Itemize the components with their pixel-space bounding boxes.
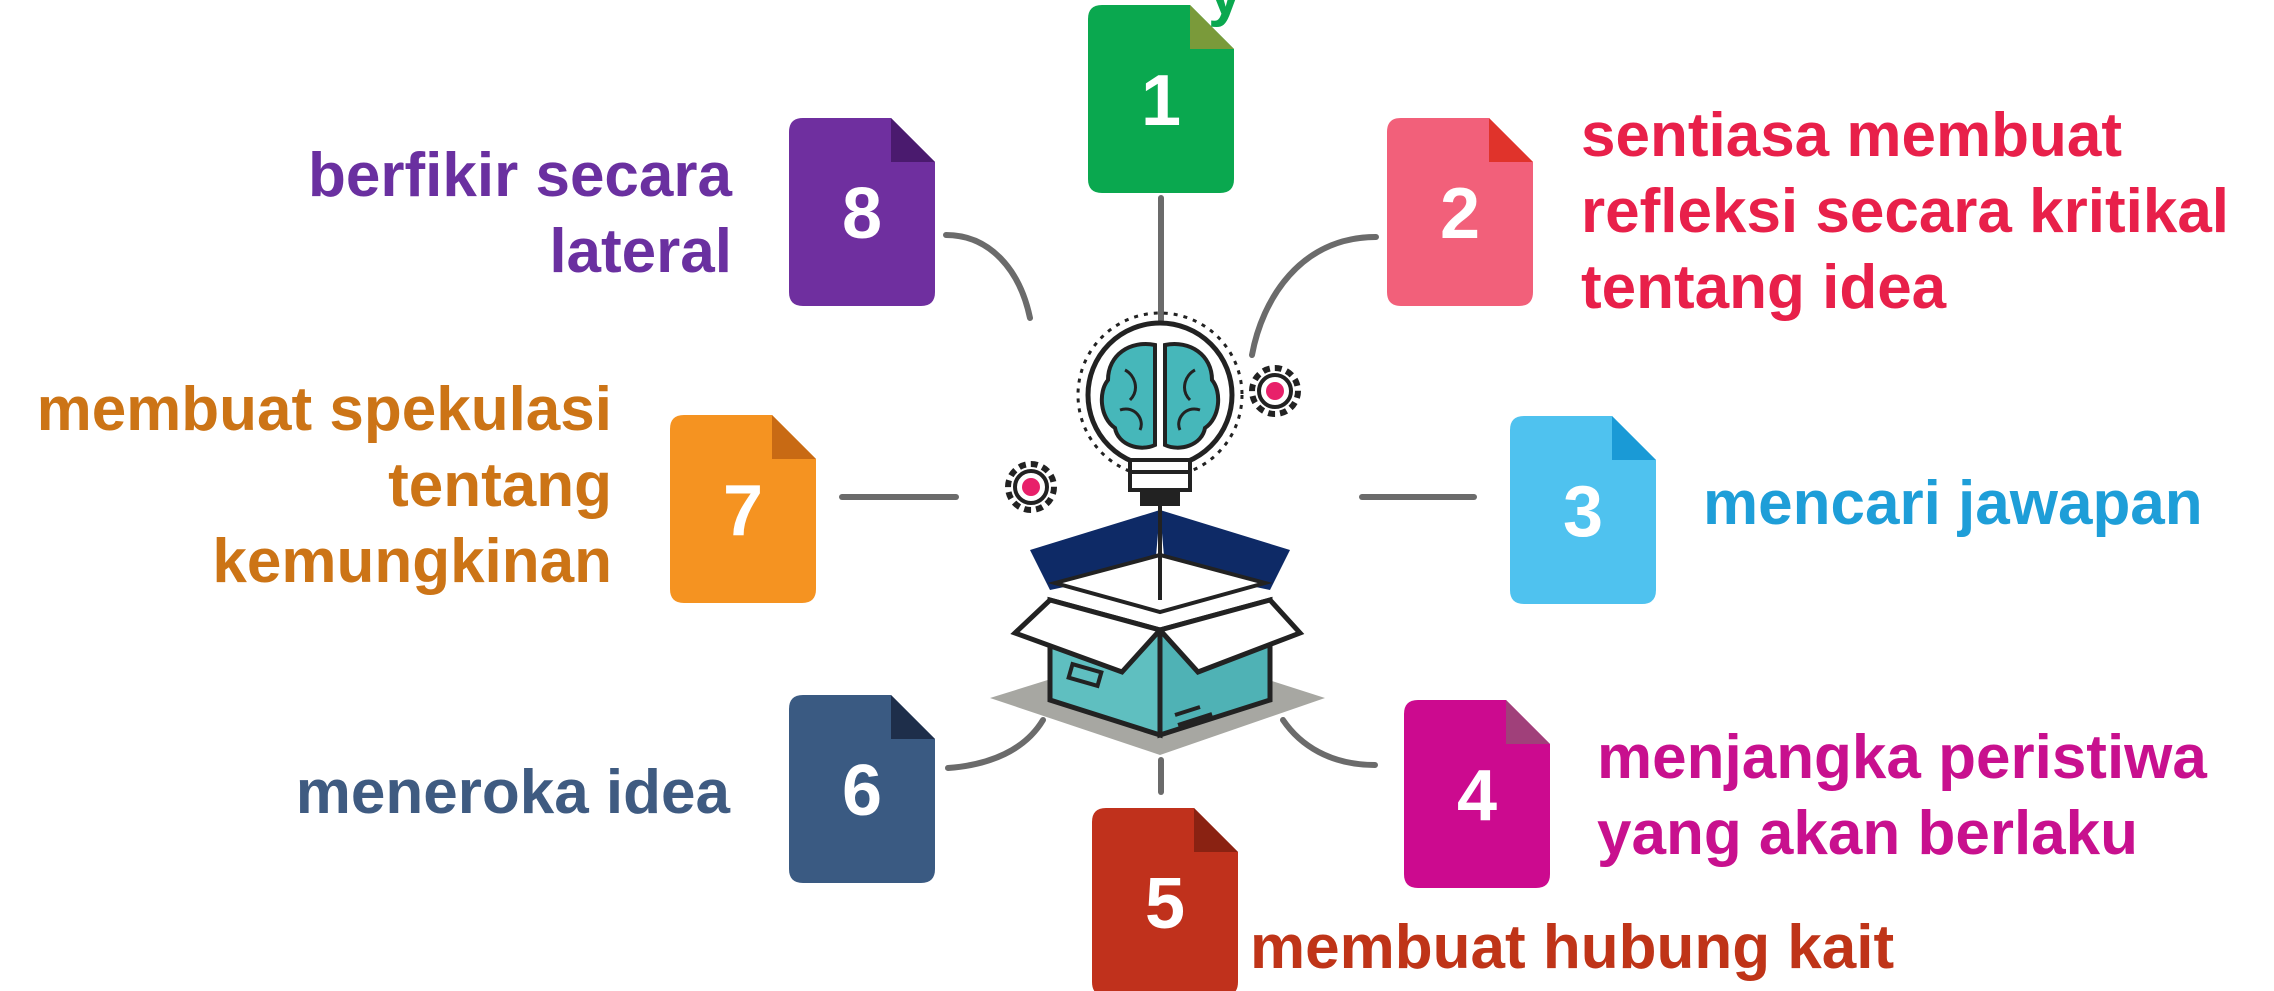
connector-4 xyxy=(1280,717,1378,768)
document-icon xyxy=(789,118,935,306)
label-8: berfikir secara lateral xyxy=(308,138,732,290)
badge-number: 5 xyxy=(1145,864,1185,944)
badge-number: 1 xyxy=(1141,61,1181,141)
label-7-line-3: kemungkinan xyxy=(212,527,612,596)
gear-icon xyxy=(1005,461,1057,513)
box-flap-front-left xyxy=(1010,597,1165,675)
connector-lines xyxy=(839,195,1477,795)
label-4-line-1: menjangka peristiwa xyxy=(1597,723,2207,792)
box-flap-front-right xyxy=(1155,597,1305,675)
badge-4: 4 xyxy=(1404,700,1550,888)
label-7: membuat spekulasi tentang kemungkinan xyxy=(37,372,612,600)
document-icon xyxy=(1387,118,1533,306)
label-1: y xyxy=(1208,0,1242,32)
label-5-line-1: membuat hubung kait xyxy=(1250,913,1895,982)
label-8-line-1: berfikir secara xyxy=(308,141,732,210)
box-with-lightbulb-icon xyxy=(990,311,1325,755)
badge-7: 7 xyxy=(670,415,816,603)
badge-number: 4 xyxy=(1457,756,1497,836)
badge-2: 2 xyxy=(1387,118,1533,306)
connector-6 xyxy=(945,717,1046,771)
badge-3: 3 xyxy=(1510,416,1656,604)
box-label-mark xyxy=(1066,661,1104,689)
badge-5: 5 xyxy=(1092,808,1238,991)
brain-icon xyxy=(1099,342,1221,450)
badge-number: 7 xyxy=(723,471,763,551)
badge-number: 2 xyxy=(1440,174,1480,254)
gear-icon xyxy=(1249,365,1301,417)
page-fold xyxy=(1506,700,1550,744)
document-icon xyxy=(1092,808,1238,991)
label-5: membuat hubung kait xyxy=(1250,910,1894,986)
badge-number: 8 xyxy=(842,174,882,254)
number-badges: 1 2 3 4 5 6 7 8 xyxy=(670,5,1656,991)
label-2-line-2: refleksi secara kritikal xyxy=(1581,177,2230,246)
label-8-line-2: lateral xyxy=(549,217,732,286)
document-icon xyxy=(1088,5,1234,193)
label-6-line-1: meneroka idea xyxy=(295,758,730,827)
page-fold xyxy=(891,695,935,739)
label-7-line-1: membuat spekulasi xyxy=(36,375,612,444)
document-icon xyxy=(1510,416,1656,604)
label-2-line-3: tentang idea xyxy=(1581,253,1947,322)
connector-2 xyxy=(1249,234,1379,358)
label-4: menjangka peristiwa yang akan berlaku xyxy=(1597,720,2207,872)
page-fold xyxy=(772,415,816,459)
badge-number: 3 xyxy=(1563,472,1603,552)
label-2: sentiasa membuat refleksi secara kritika… xyxy=(1581,98,2229,326)
page-fold xyxy=(1489,118,1533,162)
page-fold xyxy=(1190,5,1234,49)
badge-number: 6 xyxy=(842,751,882,831)
label-2-line-1: sentiasa membuat xyxy=(1581,101,2122,170)
badge-6: 6 xyxy=(789,695,935,883)
connector-8 xyxy=(943,232,1033,321)
document-icon xyxy=(789,695,935,883)
label-6: meneroka idea xyxy=(296,755,730,831)
badge-1: 1 xyxy=(1088,5,1234,193)
label-1-line-1: y xyxy=(1208,0,1242,32)
label-7-line-2: tentang xyxy=(388,451,612,520)
document-icon xyxy=(670,415,816,603)
badge-8: 8 xyxy=(789,118,935,306)
document-icon xyxy=(1404,700,1550,888)
page-fold xyxy=(1612,416,1656,460)
page-fold xyxy=(1194,808,1238,852)
label-3-line-1: mencari jawapan xyxy=(1703,469,2203,538)
label-4-line-2: yang akan berlaku xyxy=(1597,799,2139,868)
label-3: mencari jawapan xyxy=(1703,466,2203,542)
page-fold xyxy=(891,118,935,162)
